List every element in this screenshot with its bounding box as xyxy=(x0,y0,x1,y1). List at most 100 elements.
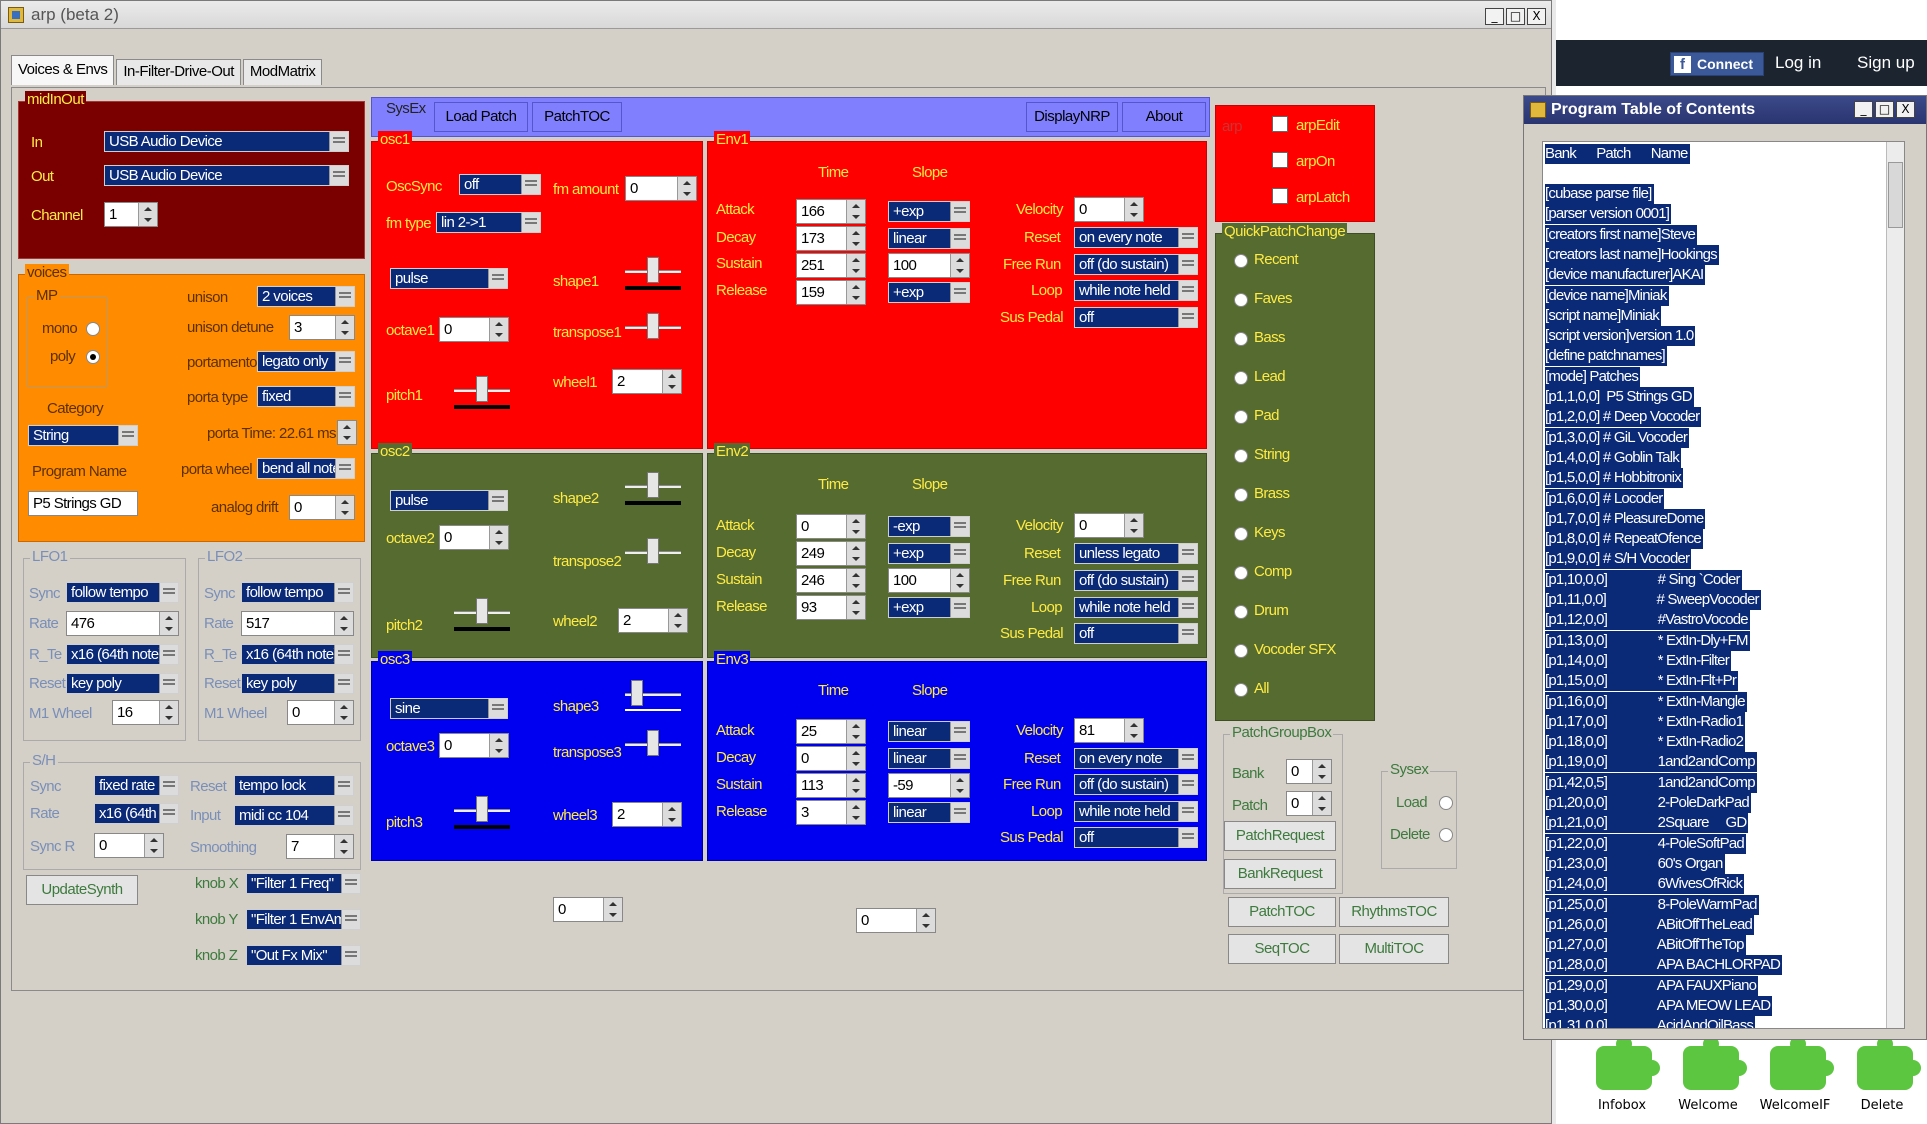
lfo1-reset-select[interactable]: key poly xyxy=(66,673,179,694)
env1-sustain-level[interactable]: 100 xyxy=(888,253,970,278)
env2-sustain-level[interactable]: 100 xyxy=(888,568,970,593)
arp-latch-checkbox[interactable] xyxy=(1272,188,1288,204)
env3-decay-slope[interactable]: linear xyxy=(888,748,970,769)
env2-attack-slope[interactable]: -exp xyxy=(888,516,970,537)
osc3-wave-select[interactable]: sine xyxy=(390,698,508,719)
lfo2-reset-select[interactable]: key poly xyxy=(241,673,354,694)
env1-reset-select[interactable]: on every note xyxy=(1074,227,1198,248)
env1-sustain-spin[interactable]: 251 xyxy=(796,253,866,278)
osc1-wave-select[interactable]: pulse xyxy=(390,268,508,289)
toc-row[interactable]: [p1,4,0,0] # Goblin Talk xyxy=(1545,447,1681,468)
load-radio[interactable] xyxy=(1439,796,1453,810)
env2-decay-slope[interactable]: +exp xyxy=(888,543,970,564)
osc2-wave-select[interactable]: pulse xyxy=(390,490,508,511)
poly-radio[interactable] xyxy=(86,350,100,364)
lfo1-sync-select[interactable]: follow tempo xyxy=(66,582,179,603)
porta-wheel-select[interactable]: bend all note xyxy=(257,458,355,479)
channel-spin[interactable]: 1 xyxy=(104,202,158,227)
qpc-radio[interactable] xyxy=(1234,566,1248,580)
env2-release-slope[interactable]: +exp xyxy=(888,597,970,618)
qpc-radio[interactable] xyxy=(1234,488,1248,502)
env3-reset-select[interactable]: on every note xyxy=(1074,748,1198,769)
lfo2-rte-select[interactable]: x16 (64th note) xyxy=(241,644,354,665)
toc-row[interactable]: [p1,29,0,0] APA FAUXPiano xyxy=(1545,975,1759,996)
toc-row[interactable]: [p1,42,0,5] 1and2andComp xyxy=(1545,772,1757,793)
env1-freerun-select[interactable]: off (do sustain) xyxy=(1074,254,1198,275)
update-synth-button[interactable]: UpdateSynth xyxy=(26,875,138,905)
toc-row[interactable]: [p1,16,0,0] * ExtIn-Mangle xyxy=(1545,691,1747,712)
toc-scrollbar[interactable] xyxy=(1886,142,1904,1028)
toc-row[interactable]: [p1,24,0,0] 6WivesOfRick xyxy=(1545,874,1745,895)
env3-decay-spin[interactable]: 0 xyxy=(796,746,866,771)
transpose1-slider[interactable] xyxy=(623,309,683,349)
wheel2-spin[interactable]: 2 xyxy=(618,608,688,633)
delete-radio[interactable] xyxy=(1439,828,1453,842)
toc-row[interactable]: [p1,10,0,0] # Sing `Coder xyxy=(1545,569,1742,590)
sh-reset-select[interactable]: tempo lock xyxy=(234,775,354,796)
load-patch-button[interactable]: Load Patch xyxy=(434,102,528,132)
toc-row[interactable]: [p1,6,0,0] # Locoder xyxy=(1545,488,1665,509)
pitch1-slider[interactable] xyxy=(452,372,512,412)
transpose2-slider[interactable] xyxy=(623,534,683,574)
env1-decay-slope[interactable]: linear xyxy=(888,228,970,249)
patchtoc-button[interactable]: PatchTOC xyxy=(532,102,622,132)
minimize-button[interactable]: _ xyxy=(1485,8,1504,25)
qpc-radio[interactable] xyxy=(1234,449,1248,463)
toc-row[interactable]: [p1,18,0,0] * ExtIn-Radio2 xyxy=(1545,732,1746,753)
facebook-connect-button[interactable]: f Connect xyxy=(1670,52,1764,76)
bottom-spin-right[interactable]: 0 xyxy=(856,908,936,933)
env3-freerun-select[interactable]: off (do sustain) xyxy=(1074,774,1198,795)
tab-modmatrix[interactable]: ModMatrix xyxy=(242,59,323,85)
lfo1-wheel-spin[interactable]: 16 xyxy=(112,700,179,725)
program-name-input[interactable]: P5 Strings GD xyxy=(28,491,138,516)
puzzle-icon[interactable] xyxy=(1596,1036,1660,1090)
tab-voices-envs[interactable]: Voices & Envs xyxy=(11,55,115,85)
toc-row[interactable]: [p1,30,0,0] APA MEOW LEAD xyxy=(1545,996,1773,1016)
toc-row[interactable]: [p1,13,0,0] * ExtIn-Dly+FM xyxy=(1545,630,1750,651)
sh-smoothing-spin[interactable]: 7 xyxy=(286,834,354,859)
toc-row[interactable]: [parser version 0001] xyxy=(1545,204,1672,225)
toc-minimize-button[interactable]: _ xyxy=(1854,101,1873,118)
toc-row[interactable]: [creators last name]Hookings xyxy=(1545,244,1719,265)
pitch2-slider[interactable] xyxy=(452,594,512,634)
env2-decay-spin[interactable]: 249 xyxy=(796,541,866,566)
env3-attack-spin[interactable]: 25 xyxy=(796,719,866,744)
env2-freerun-select[interactable]: off (do sustain) xyxy=(1074,570,1198,591)
qpc-radio[interactable] xyxy=(1234,683,1248,697)
toc-row[interactable]: [device manufacturer]AKAI xyxy=(1545,265,1706,286)
toc-row[interactable]: [creators first name]Steve xyxy=(1545,224,1698,245)
about-button[interactable]: About xyxy=(1122,102,1206,132)
close-button[interactable]: X xyxy=(1527,8,1546,25)
fm-type-select[interactable]: lin 2->1 xyxy=(436,212,541,233)
midi-out-select[interactable]: USB Audio Device xyxy=(104,165,349,186)
octave2-spin[interactable]: 0 xyxy=(439,525,509,550)
shape2-slider[interactable] xyxy=(623,468,683,508)
toc-row[interactable]: [cubase parse file] xyxy=(1545,184,1654,204)
toc-row[interactable]: [p1,23,0,0] 60's Organ xyxy=(1545,853,1725,874)
toc-row[interactable]: [p1,27,0,0] ABitOffTheTop xyxy=(1545,935,1746,956)
env2-attack-spin[interactable]: 0 xyxy=(796,514,866,539)
toc-row[interactable]: [p1,7,0,0] # PleasureDome xyxy=(1545,508,1706,529)
qpc-radio[interactable] xyxy=(1234,605,1248,619)
lfo1-rate-spin[interactable]: 476 xyxy=(66,611,179,636)
sh-input-select[interactable]: midi cc 104 xyxy=(234,805,354,826)
toc-maximize-button[interactable]: □ xyxy=(1875,101,1894,118)
toc-scroll-thumb[interactable] xyxy=(1888,162,1903,228)
toc-row[interactable]: [p1,8,0,0] # RepeatOfence xyxy=(1545,529,1703,550)
env3-attack-slope[interactable]: linear xyxy=(888,721,970,742)
knob-y-select[interactable]: "Filter 1 EnvAm xyxy=(246,909,361,930)
pitch3-slider[interactable] xyxy=(452,792,512,832)
env3-sustain-level[interactable]: -59 xyxy=(888,773,970,798)
patch-spin[interactable]: 0 xyxy=(1286,791,1332,816)
env1-velocity-spin[interactable]: 0 xyxy=(1074,197,1144,222)
maximize-button[interactable]: □ xyxy=(1506,8,1525,25)
env3-velocity-spin[interactable]: 81 xyxy=(1074,718,1144,743)
lfo2-wheel-spin[interactable]: 0 xyxy=(287,700,354,725)
toc-row[interactable]: [p1,12,0,0] #VastroVocode xyxy=(1545,610,1750,631)
qpc-radio[interactable] xyxy=(1234,371,1248,385)
displaynrp-button[interactable]: DisplayNRP xyxy=(1026,102,1118,132)
transpose3-slider[interactable] xyxy=(623,726,683,766)
toc-row[interactable]: [mode] Patches xyxy=(1545,366,1641,387)
env2-sustain-spin[interactable]: 246 xyxy=(796,568,866,593)
env1-release-slope[interactable]: +exp xyxy=(888,282,970,303)
